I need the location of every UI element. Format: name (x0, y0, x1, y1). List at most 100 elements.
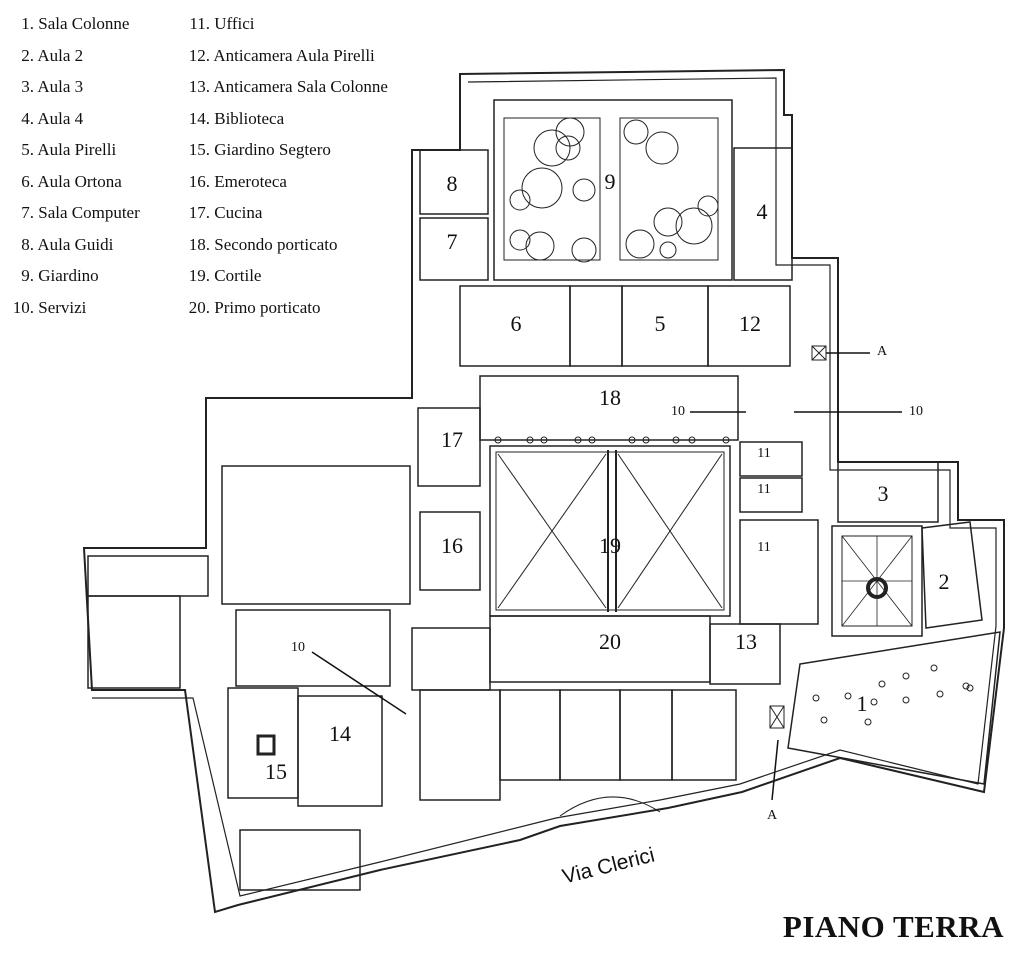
legend-room-name: Primo porticato (214, 297, 321, 317)
room-label-16: 16 (441, 533, 463, 558)
room-label-20: 20 (599, 629, 621, 654)
legend-number: 2. (21, 45, 34, 65)
legend-item: 8. Aula Guidi (8, 229, 140, 261)
legend-item: 1. Sala Colonne (8, 8, 140, 40)
legend-room-name: Cucina (214, 203, 263, 222)
legend-item: 7. Sala Computer (8, 197, 140, 229)
section-marker-a-top: A (877, 344, 888, 359)
legend-item: 5. Aula Pirelli (8, 134, 140, 166)
legend-room-name: Secondo porticato (214, 234, 338, 254)
legend-room-name: Aula Ortona (37, 171, 122, 191)
garden-area (493, 99, 733, 281)
legend-room-name: Aula 3 (37, 77, 84, 96)
legend-number: 7. (21, 203, 34, 222)
section-marker-a-bottom: A (767, 808, 778, 823)
legend-item: 6. Aula Ortona (8, 166, 140, 198)
fountain-icon (256, 734, 276, 756)
plan-title: PIANO TERRA (782, 909, 1004, 944)
section-lines (311, 352, 902, 801)
room-label-17: 17 (441, 427, 463, 452)
legend-room-name: Uffici (214, 14, 255, 33)
legend-item: 20. Primo porticato (184, 292, 388, 324)
legend-item: 11. Uffici (184, 8, 388, 40)
legend-room-name: Giardino Segtero (214, 140, 331, 159)
room-label-11a: 11 (757, 446, 770, 461)
room-label-18: 18 (599, 385, 621, 410)
legend-number: 6. (21, 171, 34, 191)
room-label-10c: 10 (291, 640, 305, 655)
legend-room-name: Anticamera Aula Pirelli (213, 45, 375, 65)
legend-number: 5. (21, 140, 34, 159)
room-label-15: 15 (265, 759, 287, 784)
legend-number: 9. (21, 266, 34, 285)
legend-item: 9. Giardino (8, 260, 140, 292)
building-outline (82, 68, 1005, 914)
legend-item: 10. Servizi (8, 292, 140, 324)
legend-number: 11. (189, 14, 210, 33)
legend-number: 1. (21, 14, 34, 33)
legend-number: 18. (188, 234, 210, 254)
room-label-10b: 10 (909, 404, 923, 419)
legend-item: 18. Secondo porticato (184, 229, 388, 261)
entrance-curve (559, 796, 661, 817)
room-label-5: 5 (655, 311, 666, 336)
legend-number: 8. (21, 234, 34, 254)
building-inner-outline (92, 77, 997, 897)
legend-room-name: Biblioteca (214, 108, 285, 128)
room-label-19: 19 (599, 533, 621, 558)
portico-columns (494, 436, 730, 444)
room-label-13: 13 (735, 629, 757, 654)
room-label-11c: 11 (757, 540, 770, 555)
legend-number: 3. (21, 77, 34, 96)
legend-room-name: Aula Pirelli (37, 140, 117, 159)
legend-item: 4. Aula 4 (8, 103, 140, 135)
legend-room-name: Aula 4 (37, 108, 84, 128)
legend-number: 14. (188, 108, 210, 128)
legend-item: 13. Anticamera Sala Colonne (184, 71, 388, 103)
legend-number: 17. (188, 203, 210, 222)
room-label-14: 14 (329, 721, 351, 746)
legend-item: 12. Anticamera Aula Pirelli (184, 40, 388, 72)
legend-room-name: Servizi (38, 297, 87, 317)
legend-number: 13. (188, 77, 210, 96)
legend-item: 3. Aula 3 (8, 71, 140, 103)
legend-number: 19. (188, 266, 210, 285)
room-1-hall (787, 631, 1001, 785)
room-label-10a: 10 (671, 404, 685, 419)
legend-room-name: Sala Colonne (38, 14, 130, 33)
legend-room-name: Giardino (38, 266, 99, 285)
room-label-2: 2 (939, 569, 950, 594)
legend-item: 17. Cucina (184, 197, 388, 229)
room-label-12: 12 (739, 311, 761, 336)
room-label-4: 4 (757, 199, 768, 224)
room-label-1: 1 (857, 691, 868, 716)
room-walls (87, 147, 939, 891)
legend-item: 2. Aula 2 (8, 40, 140, 72)
legend-number: 10. (12, 297, 34, 317)
legend-room-name: Emeroteca (214, 171, 287, 191)
room-label-9: 9 (605, 169, 616, 194)
legend-number: 12. (188, 45, 210, 65)
legend-number: 4. (21, 108, 34, 128)
legend-item: 16. Emeroteca (184, 166, 388, 198)
legend-item: 14. Biblioteca (184, 103, 388, 135)
legend-number: 20. (188, 297, 210, 317)
street-label: Via Clerici (560, 843, 657, 888)
legend-room-name: Aula 2 (37, 45, 84, 65)
legend-item: 15. Giardino Segtero (184, 134, 388, 166)
legend-number: 16. (188, 171, 210, 191)
legend-room-name: Sala Computer (38, 203, 140, 222)
room-label-7: 7 (447, 229, 458, 254)
legend-room-name: Cortile (214, 266, 262, 285)
room-label-8: 8 (447, 171, 458, 196)
legend-item: 19. Cortile (184, 260, 388, 292)
legend-room-name: Anticamera Sala Colonne (213, 77, 388, 96)
courtyard-area (489, 445, 731, 617)
room-2-courtyard (831, 521, 983, 637)
room-label-11b: 11 (757, 482, 770, 497)
room-label-6: 6 (511, 311, 522, 336)
room-label-3: 3 (878, 481, 889, 506)
